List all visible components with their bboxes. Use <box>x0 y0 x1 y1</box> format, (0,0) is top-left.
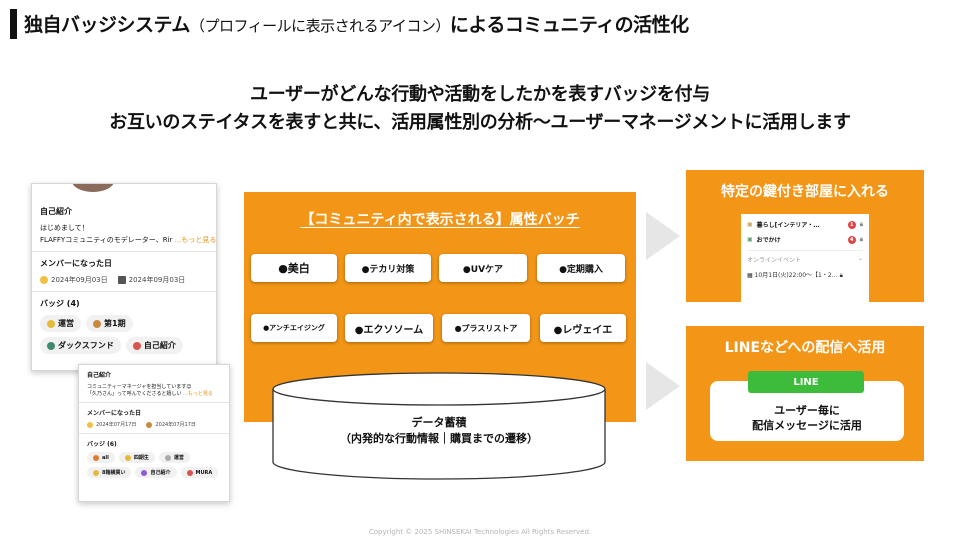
arrow-right-icon <box>646 212 680 260</box>
badge-item: ダックスフンド <box>40 337 121 354</box>
line-button[interactable]: LINE <box>748 371 864 393</box>
unread-count-badge: 4 <box>847 235 856 244</box>
divider <box>32 291 216 292</box>
locked-room-box: 特定の鍵付き部屋に入れる ▣ 暮らし[インテリア・… 1 🔒︎ ▣ おでかけ 4… <box>686 170 924 302</box>
unread-count-badge: 1 <box>847 220 856 229</box>
badge-label: 第1期 <box>104 319 126 328</box>
intro-text-2-row: 「久乃さん」って呼んでくださると嬉しい ...もっと見る <box>87 391 213 397</box>
lock-icon: 🔒︎ <box>839 272 843 279</box>
divider <box>79 433 229 434</box>
attribute-chip: ●エクソソーム <box>345 314 433 342</box>
room-item: ▣ 暮らし[インテリア・… 1 🔒︎ <box>747 220 863 229</box>
badge-list: all 四期生 運営 8箱横買い 自己紹介 MURA <box>87 452 221 478</box>
calendar-icon <box>87 421 93 428</box>
calendar-icon <box>40 276 48 284</box>
badge-icon <box>93 454 99 461</box>
data-storage-label: データ蓄積 （内発的な行動情報｜購買までの遷移） <box>340 416 538 445</box>
badge-icon <box>124 454 131 461</box>
copyright: Copyright © 2025 SHINSEKAI Technologies … <box>368 528 592 536</box>
more-link[interactable]: ...もっと見る <box>174 236 217 244</box>
attribute-chip: ●アンチエイジング <box>251 314 337 342</box>
divider <box>79 402 229 403</box>
badge-icon <box>132 341 141 350</box>
badges-heading: バッジ (6) <box>87 441 117 448</box>
intro-text-1: はじめまして！ <box>40 224 89 232</box>
locked-room-title: 特定の鍵付き部屋に入れる <box>721 184 889 200</box>
badge-icon <box>186 469 193 476</box>
event-section-header: オンラインイベント ⌄ <box>747 255 863 264</box>
badge-label: all <box>102 454 109 461</box>
badge-label: 自己紹介 <box>150 470 171 476</box>
attribute-chip: ●美白 <box>251 254 337 282</box>
lock-icon: 🔒︎ <box>859 235 863 243</box>
room-icon: ▣ <box>747 236 753 243</box>
badge-item: 8箱横買い <box>87 467 132 478</box>
member-dates: 2024年07月17日 2024年07月17日 <box>87 421 221 428</box>
badge-label: MURA <box>195 469 213 476</box>
member-since-heading: メンバーになった日 <box>87 410 142 417</box>
divider <box>32 251 216 252</box>
calendar-icon: ▦ <box>747 272 753 279</box>
badge-label: 自己紹介 <box>143 341 176 350</box>
room-icon: ▣ <box>747 221 753 228</box>
lead-line-2: お互いのステイタスを表すと共に、活用属性別の分析〜ユーザーマネージメントに活用し… <box>109 112 851 133</box>
badge-label: 運営 <box>58 319 74 328</box>
data-storage-cylinder <box>272 372 606 480</box>
panel-title: 【コミュニティ内で表示される】属性バッチ <box>300 212 580 228</box>
badge-item: 自己紹介 <box>135 467 177 478</box>
badge-item: 四期生 <box>118 452 155 463</box>
attribute-chip: ●UVケア <box>439 254 527 282</box>
badge-icon <box>47 341 55 350</box>
badge-item: 運営 <box>158 452 190 463</box>
id-card-icon <box>117 276 126 284</box>
badge-label: 8箱横買い <box>102 470 126 476</box>
intro-text-1: コミュニティーマネージャを担当しています😊 <box>87 384 192 390</box>
more-link[interactable]: ...もっと見る <box>183 391 213 397</box>
line-delivery-title: LINEなどへの配信へ活用 <box>724 340 886 356</box>
badge-icon <box>93 469 99 476</box>
attribute-chip: ●プラスリストア <box>442 314 530 342</box>
attribute-chip: ●テカリ対策 <box>345 254 431 282</box>
room-list-screenshot: ▣ 暮らし[インテリア・… 1 🔒︎ ▣ おでかけ 4 🔒︎ オンラインイベント… <box>741 214 869 302</box>
line-delivery-box: LINEなどへの配信へ活用 LINE ユーザー毎に 配信メッセージに活用 <box>686 326 924 461</box>
chevron-down-icon: ⌄ <box>857 255 863 262</box>
event-item: ▦ 10月1日(火)22:00〜【1・2… 🔒︎ <box>747 272 843 279</box>
id-card-icon <box>146 421 153 428</box>
intro-heading: 自己紹介 <box>87 372 112 379</box>
page-title: 独自バッジシステム（プロフィールに表示されるアイコン）によるコミュニティの活性化 <box>24 14 689 36</box>
badge-label: 運営 <box>173 455 184 461</box>
badge-label: 四期生 <box>133 455 149 461</box>
intro-heading: 自己紹介 <box>40 207 72 216</box>
member-since-heading: メンバーになった日 <box>40 259 112 268</box>
attribute-chip: ●定期購入 <box>537 254 625 282</box>
room-item: ▣ おでかけ 4 🔒︎ <box>747 235 863 244</box>
delivery-text: ユーザー毎に 配信メッセージに活用 <box>752 404 862 432</box>
badge-item: 自己紹介 <box>125 337 183 354</box>
intro-text-2-row: FLAFFYコミュニティのモデレーター、Rir ...もっと見る <box>40 236 217 244</box>
divider <box>747 250 863 251</box>
profile-card-1: 自己紹介 はじめまして！ FLAFFYコミュニティのモデレーター、Rir ...… <box>31 183 217 371</box>
attribute-chip: ●レヴェイエ <box>540 314 626 342</box>
badge-icon <box>164 454 171 461</box>
badge-list: 運営 第1期ダックスフンド 自己紹介 <box>40 315 208 354</box>
avatar <box>72 184 114 192</box>
badge-item: 第1期 <box>86 315 133 332</box>
badge-icon <box>141 469 148 476</box>
title-accent-bar <box>10 9 17 39</box>
badge-icon <box>93 319 101 328</box>
badge-icon <box>47 319 55 328</box>
badges-heading: バッジ (4) <box>40 299 80 308</box>
lock-icon: 🔒︎ <box>859 220 863 228</box>
badge-item: 運営 <box>40 315 81 332</box>
arrow-right-icon <box>646 362 680 410</box>
member-dates: 2024年09月03日 2024年09月03日 <box>40 275 208 285</box>
lead-line-1: ユーザーがどんな行動や活動をしたかを表すバッジを付与 <box>250 84 710 105</box>
profile-card-2: 自己紹介 コミュニティーマネージャを担当しています😊 「久乃さん」って呼んでくだ… <box>78 364 230 502</box>
badge-item: all <box>87 452 115 463</box>
badge-label: ダックスフンド <box>58 341 114 350</box>
badge-item: MURA <box>180 467 219 478</box>
